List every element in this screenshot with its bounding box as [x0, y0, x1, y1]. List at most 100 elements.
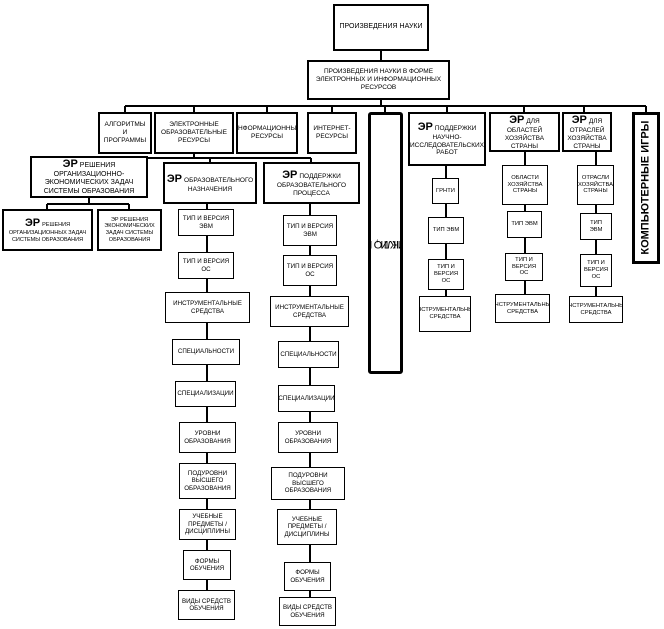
edu-purpose-item: ТИП И ВЕРСИЯ ЭВМ	[178, 209, 234, 236]
edu-support-item: ИНСТРУМЕНТАЛЬНЫЕ СРЕДСТВА	[270, 296, 349, 327]
edu-support-item-label: ТИП И ВЕРСИЯ ЭВМ	[286, 223, 334, 238]
economy-areas-item-label: ИНСТРУМЕНТАЛЬНЫЕ СРЕДСТВА	[496, 301, 549, 315]
edu-support-item: ТИП И ВЕРСИЯ ЭВМ	[283, 215, 337, 246]
economy-branches-item: ИНСТРУМЕНТАЛЬНЫЕ СРЕДСТВА	[569, 296, 623, 323]
economy-branches-item-label: ТИП И ВЕРСИЯ ОС	[583, 260, 609, 280]
economy-areas-text: ДЛЯ ОБЛАСТЕЙ ХОЗЯЙСТВА СТРАНЫ	[504, 117, 545, 150]
org-tasks-er-prefix: ЭР	[24, 216, 41, 229]
edu-resources-label: ЭЛЕКТРОННЫЕ ОБРАЗОВАТЕЛЬНЫЕ РЕСУРСЫ	[161, 121, 227, 144]
economy-branches-item: ТИП ЭВМ	[580, 213, 612, 240]
edu-support-item-label: ПОДУРОВНИ ВЫСШЕГО ОБРАЗОВАНИЯ	[284, 472, 332, 495]
electronic-resources-node: ПРОИЗВЕДЕНИЯ НАУКИ В ФОРМЕ ЭЛЕКТРОННЫХ И…	[307, 60, 450, 100]
edu-support-item-label: ВИДЫ СРЕДСТВ ОБУЧЕНИЯ	[282, 604, 333, 619]
edu-purpose-item-label: СПЕЦИАЛЬНОСТИ	[177, 348, 235, 356]
edu-purpose-item: СПЕЦИАЛИЗАЦИИ	[175, 381, 236, 407]
org-econ-er-prefix: ЭР	[62, 157, 78, 170]
economy-branches-item: ОТРАСЛИ ХОЗЯЙСТВА СТРАНЫ	[577, 165, 614, 205]
research-item-label: ТИП ЭВМ	[432, 227, 460, 234]
encyclopedia-label-line2: СПРАВОЧНИКИ, СЛОВАРИ	[371, 237, 400, 250]
research-item-label: ИНСТРУМЕНТАЛЬНЫЕ СРЕДСТВА	[420, 307, 470, 320]
research-item: ТИП ЭВМ	[428, 217, 464, 244]
edu-support-text: ПОДДЕРЖКИ ОБРАЗОВАТЕЛЬНОГО ПРОЦЕССА	[276, 172, 347, 197]
edu-support-item-label: ИНСТРУМЕНТАЛЬНЫЕ СРЕДСТВА	[275, 304, 344, 319]
edu-support-item-label: ТИП И ВЕРСИЯ ОС	[286, 263, 334, 278]
edu-resources-node: ЭЛЕКТРОННЫЕ ОБРАЗОВАТЕЛЬНЫЕ РЕСУРСЫ	[154, 112, 234, 154]
edu-purpose-item: УЧЕБНЫЕ ПРЕДМЕТЫ / ДИСЦИПЛИНЫ	[179, 509, 236, 540]
econ-tasks-node: ЭР РЕШЕНИЯ ЭКОНОМИЧЕСКИХ ЗАДАЧ СИСТЕМЫ О…	[97, 209, 162, 251]
research-item: ИНСТРУМЕНТАЛЬНЫЕ СРЕДСТВА	[419, 296, 471, 332]
research-item: ГРНТИ	[432, 178, 459, 204]
edu-support-item: УРОВНИ ОБРАЗОВАНИЯ	[278, 422, 338, 453]
edu-support-item-label: СПЕЦИАЛЬНОСТИ	[280, 350, 337, 358]
research-text: ПОДДЕРЖКИ НАУЧНО-ИССЛЕДОВАТЕЛЬСКИХ РАБОТ	[409, 124, 485, 157]
economy-areas-item: ТИП ЭВМ	[507, 211, 542, 238]
edu-support-item-label: УРОВНИ ОБРАЗОВАНИЯ	[284, 430, 332, 445]
economy-areas-item-label: ТИП И ВЕРСИЯ ОС	[511, 256, 537, 277]
edu-support-item: ФОРМЫ ОБУЧЕНИЯ	[284, 562, 331, 591]
research-item: ТИП И ВЕРСИЯ ОС	[428, 259, 464, 290]
economy-areas-item: ОБЛАСТИ ХОЗЯЙСТВА СТРАНЫ	[502, 165, 548, 205]
economy-areas-item-label: ТИП ЭВМ	[511, 221, 538, 228]
economy-areas-item: ТИП И ВЕРСИЯ ОС	[505, 253, 543, 281]
root-node: ПРОИЗВЕДЕНИЯ НАУКИ	[333, 4, 429, 51]
edu-purpose-item-label: УЧЕБНЫЕ ПРЕДМЕТЫ / ДИСЦИПЛИНЫ	[184, 513, 231, 536]
economy-areas-item-label: ОБЛАСТИ ХОЗЯЙСТВА СТРАНЫ	[507, 174, 543, 195]
economy-branches-item-label: ОТРАСЛИ ХОЗЯЙСТВА СТРАНЫ	[577, 174, 614, 195]
economy-branches-item: ТИП И ВЕРСИЯ ОС	[580, 254, 612, 287]
algorithms-label: АЛГОРИТМЫ И ПРОГРАММЫ	[103, 121, 147, 144]
encyclopedia-node: ЭНЦИКЛОПЕДИИ,СПРАВОЧНИКИ, СЛОВАРИ	[368, 112, 403, 374]
info-resources-label: ИНФОРМАЦИОННЫЕ РЕСУРСЫ	[236, 125, 298, 140]
edu-support-item-label: СПЕЦИАЛИЗАЦИИ	[278, 394, 335, 402]
edu-purpose-item-label: СПЕЦИАЛИЗАЦИИ	[177, 390, 234, 398]
edu-purpose-item: ВИДЫ СРЕДСТВ ОБУЧЕНИЯ	[178, 590, 235, 620]
economy-branches-text: ДЛЯ ОТРАСЛЕЙ ХОЗЯЙСТВА СТРАНЫ	[567, 117, 607, 150]
research-item-label: ГРНТИ	[436, 187, 455, 194]
computer-games-label: КОМПЬЮТЕРНЫЕ ИГРЫ	[639, 120, 652, 256]
org-tasks-text: РЕШЕНИЯ ОРГАНИЗАЦИОННЫХ ЗАДАЧ СИСТЕМЫ ОБ…	[8, 221, 87, 243]
org-econ-text: РЕШЕНИЯ ОРГАНИЗАЦИОННО-ЭКОНОМИЧЕСКИХ ЗАД…	[43, 161, 135, 195]
edu-purpose-item-label: УРОВНИ ОБРАЗОВАНИЯ	[184, 430, 231, 445]
research-item-label: ТИП И ВЕРСИЯ ОС	[433, 264, 459, 284]
algorithms-node: АЛГОРИТМЫ И ПРОГРАММЫ	[98, 112, 152, 154]
root-label: ПРОИЗВЕДЕНИЯ НАУКИ	[339, 23, 423, 31]
edu-purpose-item: СПЕЦИАЛЬНОСТИ	[172, 339, 240, 365]
edu-purpose-item: УРОВНИ ОБРАЗОВАНИЯ	[179, 422, 236, 453]
electronic-resources-label: ПРОИЗВЕДЕНИЯ НАУКИ В ФОРМЕ ЭЛЕКТРОННЫХ И…	[315, 68, 442, 91]
edu-purpose-item: ФОРМЫ ОБУЧЕНИЯ	[183, 550, 231, 580]
edu-purpose-item-label: ТИП И ВЕРСИЯ ЭВМ	[182, 215, 230, 230]
edu-support-item: ПОДУРОВНИ ВЫСШЕГО ОБРАЗОВАНИЯ	[271, 467, 345, 500]
economy-areas-er-prefix: ЭР	[509, 113, 525, 126]
internet-resources-node: ИНТЕРНЕТ-РЕСУРСЫ	[307, 112, 357, 154]
edu-purpose-item: ТИП И ВЕРСИЯ ОС	[178, 252, 234, 279]
edu-purpose-item-label: ФОРМЫ ОБУЧЕНИЯ	[189, 557, 225, 572]
edu-purpose-item-label: ИНСТРУМЕНТАЛЬНЫЕ СРЕДСТВА	[173, 300, 242, 315]
edu-support-item: ТИП И ВЕРСИЯ ОС	[283, 255, 337, 286]
economy-branches-item-label: ТИП ЭВМ	[589, 219, 603, 233]
research-er-prefix: ЭР	[417, 120, 433, 133]
info-resources-node: ИНФОРМАЦИОННЫЕ РЕСУРСЫ	[236, 112, 298, 154]
internet-resources-label: ИНТЕРНЕТ-РЕСУРСЫ	[313, 125, 351, 140]
edu-support-item: СПЕЦИАЛЬНОСТИ	[278, 341, 339, 368]
edu-purpose-er-prefix: ЭР	[166, 172, 183, 185]
edu-support-item: СПЕЦИАЛИЗАЦИИ	[278, 385, 335, 412]
edu-support-item: УЧЕБНЫЕ ПРЕДМЕТЫ / ДИСЦИПЛИНЫ	[277, 509, 337, 545]
economy-areas-item: ИНСТРУМЕНТАЛЬНЫЕ СРЕДСТВА	[495, 294, 550, 323]
edu-purpose-item-label: ПОДУРОВНИ ВЫСШЕГО ОБРАЗОВАНИЯ	[184, 469, 231, 492]
edu-support-item: ВИДЫ СРЕДСТВ ОБУЧЕНИЯ	[279, 597, 336, 626]
computer-games-node: КОМПЬЮТЕРНЫЕ ИГРЫ	[632, 112, 660, 264]
edu-support-item-label: УЧЕБНЫЕ ПРЕДМЕТЫ / ДИСЦИПЛИНЫ	[284, 515, 330, 538]
